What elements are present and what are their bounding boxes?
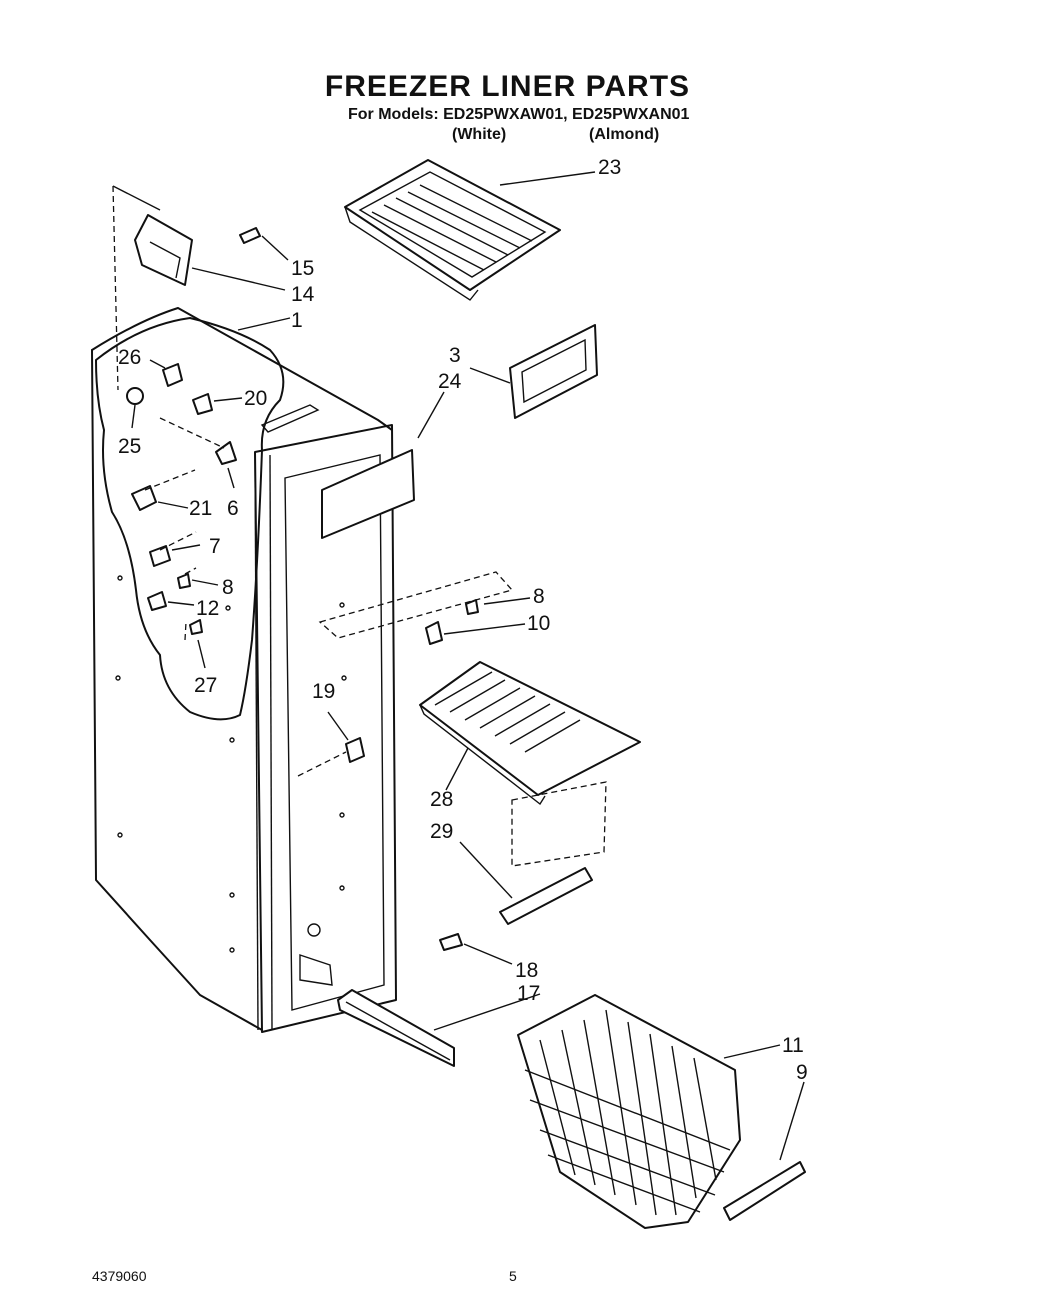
- callout-25: 25: [118, 435, 141, 458]
- screw-part-18: [439, 933, 463, 951]
- callout-17: 17: [517, 982, 540, 1005]
- panel-part-24: [321, 449, 415, 539]
- callout-20: 20: [244, 387, 267, 410]
- callout-10: 10: [527, 612, 550, 635]
- callout-11: 11: [782, 1034, 804, 1057]
- callout-8-left: 8: [222, 576, 234, 599]
- bracket-part-14: [134, 214, 193, 286]
- callout-18: 18: [515, 959, 538, 982]
- wire-shelf-part-28: [419, 661, 641, 806]
- callout-9: 9: [796, 1061, 808, 1084]
- rail-part-17: [337, 989, 455, 1067]
- trim-strip-part-29: [499, 867, 593, 925]
- callout-26: 26: [118, 346, 141, 369]
- frame-part-3: [509, 324, 598, 419]
- callout-12: 12: [196, 597, 219, 620]
- clip-part-19: [345, 737, 365, 763]
- freezer-liner-cabinet: [91, 307, 397, 1033]
- callout-27: 27: [194, 674, 217, 697]
- callout-1: 1: [291, 309, 303, 332]
- models-line: For Models: ED25PWXAW01, ED25PWXAN01: [348, 106, 690, 123]
- callout-24: 24: [438, 370, 462, 393]
- callout-15: 15: [291, 257, 314, 280]
- clip-part-10: [425, 621, 443, 645]
- top-shelf-part-23: [344, 159, 561, 301]
- clip-part-8: [465, 599, 479, 615]
- trim-part-9: [723, 1161, 806, 1221]
- page-number: 5: [509, 1268, 517, 1284]
- small-parts-left: [126, 363, 237, 635]
- callout-29: 29: [430, 820, 453, 843]
- wire-basket-part-11: [517, 994, 741, 1229]
- callout-28: 28: [430, 788, 453, 811]
- callout-19: 19: [312, 680, 335, 703]
- callout-14: 14: [291, 283, 315, 306]
- variant-almond-label: (Almond): [589, 126, 660, 143]
- screw-part-15: [239, 227, 261, 244]
- callout-21: 21: [189, 497, 212, 520]
- callout-8-right: 8: [533, 585, 545, 608]
- callout-3: 3: [449, 344, 461, 367]
- variant-white-label: (White): [452, 126, 507, 143]
- callout-7: 7: [209, 535, 221, 558]
- leader-dashed-14: [112, 185, 119, 391]
- callout-23: 23: [598, 156, 621, 179]
- wiring-harness-outline: [95, 317, 285, 721]
- callout-6: 6: [227, 497, 239, 520]
- page-title: FREEZER LINER PARTS: [324, 70, 691, 103]
- document-number: 4379060: [92, 1268, 147, 1284]
